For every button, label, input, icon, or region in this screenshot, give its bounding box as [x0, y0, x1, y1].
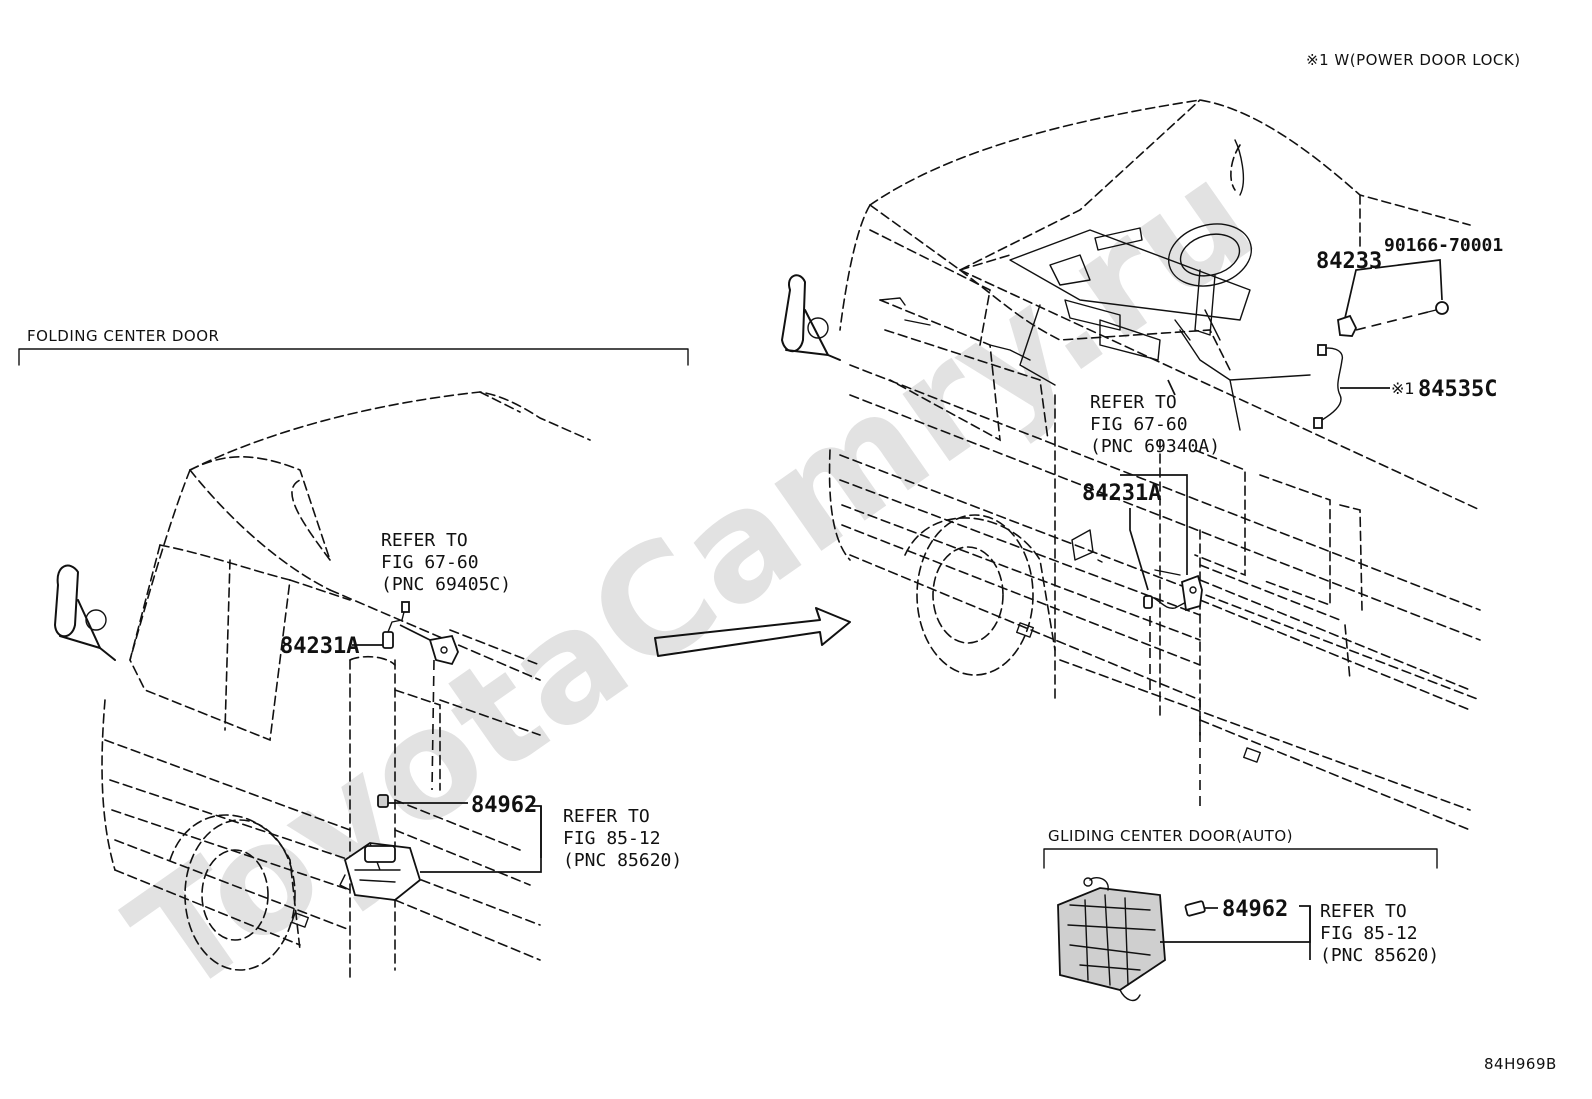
bumper-84962-left	[377, 794, 389, 808]
view-transition-arrow	[654, 607, 851, 657]
gliding-section-title: GLIDING CENTER DOOR(AUTO)	[1048, 827, 1293, 845]
label-84233: 84233	[1316, 249, 1382, 274]
svg-text:REFER TO: REFER TO	[1090, 392, 1177, 413]
svg-text:REFER TO: REFER TO	[563, 806, 650, 827]
cabin-dashboard	[879, 223, 1311, 431]
ref-85620-right: REFER TO FIG 85-12 (PNC 85620)	[1309, 901, 1439, 966]
svg-text:FIG 67-60: FIG 67-60	[1090, 414, 1188, 435]
svg-text:FIG 67-60: FIG 67-60	[381, 552, 479, 573]
svg-text:REFER TO: REFER TO	[1320, 901, 1407, 922]
figure-id: 84H969B	[1484, 1055, 1557, 1073]
label-84962-left: 84962	[471, 793, 537, 818]
right-van-body	[781, 99, 1481, 831]
gliding-section-bracket	[1043, 848, 1438, 869]
right-parts	[1120, 259, 1449, 810]
label-84535c: 84535C	[1418, 377, 1497, 402]
svg-text:(PNC 69405C): (PNC 69405C)	[381, 574, 511, 595]
label-84962-right: 84962	[1222, 897, 1288, 922]
left-van-body	[54, 391, 591, 981]
svg-text:(PNC 69340A): (PNC 69340A)	[1090, 436, 1220, 457]
wire-harness-84535c	[1319, 347, 1344, 421]
left-parts	[339, 601, 542, 901]
svg-text:REFER TO: REFER TO	[381, 530, 468, 551]
folding-section-title: FOLDING CENTER DOOR	[27, 327, 219, 345]
bumper-84962-right	[1184, 900, 1206, 917]
ref-69340a: REFER TO FIG 67-60 (PNC 69340A)	[1090, 392, 1220, 457]
svg-text:FIG 85-12: FIG 85-12	[563, 828, 661, 849]
svg-text:(PNC 85620): (PNC 85620)	[563, 850, 682, 871]
door-motor-left	[339, 842, 422, 901]
screw-90166-70001	[1427, 301, 1449, 315]
power-door-lock-note: ※1 W(POWER DOOR LOCK)	[1306, 51, 1521, 69]
ref-85620-left: REFER TO FIG 85-12 (PNC 85620)	[540, 806, 682, 871]
label-90166-70001: 90166-70001	[1384, 235, 1503, 256]
door-switch-84231a-right	[1143, 569, 1203, 612]
label-84231a-right: 84231A	[1082, 481, 1161, 506]
ref-69405c: REFER TO FIG 67-60 (PNC 69405C)	[381, 530, 511, 595]
door-switch-84231a-left	[382, 631, 394, 649]
door-motor-right	[1057, 877, 1166, 1002]
ecu-84233	[1337, 314, 1358, 337]
folding-section-bracket	[18, 348, 689, 366]
folding-door-section: FOLDING CENTER DOOR	[18, 327, 689, 981]
svg-text:(PNC 85620): (PNC 85620)	[1320, 945, 1439, 966]
gliding-door-section: GLIDING CENTER DOOR(AUTO) 84962 REFER TO…	[1043, 827, 1439, 1002]
label-84535c-mark: ※1	[1391, 379, 1415, 398]
svg-text:FIG 85-12: FIG 85-12	[1320, 923, 1418, 944]
label-84231a-left: 84231A	[280, 634, 359, 659]
right-van-section: 84233 90166-70001 ※1 84535C REFER TO FIG…	[781, 99, 1503, 831]
